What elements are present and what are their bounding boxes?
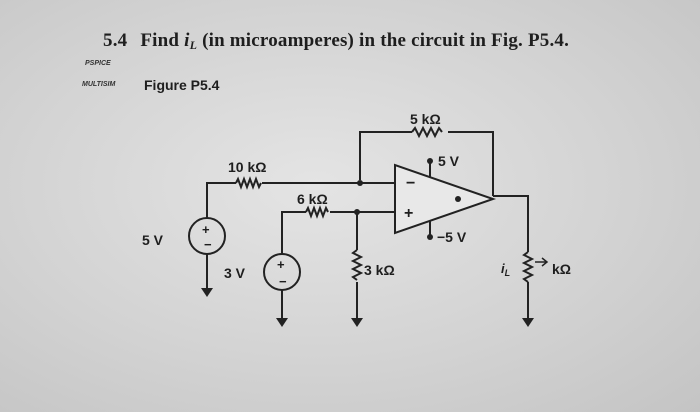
label-5k: 5 kΩ — [410, 111, 441, 127]
feedback-wire — [359, 131, 494, 196]
resistor-6k — [305, 205, 329, 219]
label-10k: 10 kΩ — [228, 159, 266, 175]
opamp-minus-sign: − — [406, 175, 415, 192]
source-3v-plus: + — [277, 257, 285, 272]
resistor-10k — [235, 176, 262, 190]
problem-text-before: Find — [140, 30, 180, 51]
figure-title: Figure P5.4 — [144, 77, 220, 93]
resistor-3k — [350, 249, 364, 281]
label-3v: 3 V — [224, 265, 246, 281]
opamp-triangle — [394, 163, 497, 235]
source-5v-minus: − — [204, 237, 212, 252]
wire-noninverting-input — [281, 211, 395, 250]
multisim-tag: MULTISIM — [82, 81, 116, 88]
node-feedback-junction — [357, 180, 363, 186]
ground-arrow-load — [522, 318, 534, 327]
pspice-tag: PSPICE — [85, 60, 111, 67]
label-3k: 3 kΩ — [364, 262, 395, 278]
label-supply-neg: −5 V — [437, 229, 467, 245]
label-6k: 6 kΩ — [297, 191, 328, 207]
label-5v: 5 V — [142, 232, 164, 248]
label-supply-pos: 5 V — [438, 153, 460, 169]
supply-neg-terminal — [427, 234, 433, 240]
problem-variable-subscript: L — [189, 38, 198, 52]
label-current-iL: iL — [501, 261, 510, 278]
source-3v-minus: − — [279, 274, 287, 289]
problem-statement: 5.4 Find iL (in microamperes) in the cir… — [103, 30, 569, 53]
node-output — [455, 196, 461, 202]
resistor-load — [521, 251, 535, 283]
problem-text-after: (in microamperes) in the circuit in Fig.… — [202, 30, 570, 51]
ground-arrow-5v — [201, 288, 213, 297]
ground-arrow-3k — [351, 318, 363, 327]
problem-number: 5.4 — [103, 30, 128, 51]
wire-inverting-input — [206, 182, 395, 198]
opamp-plus-sign: + — [404, 205, 413, 222]
current-arrow — [535, 257, 549, 267]
problem-variable: i — [184, 30, 190, 51]
supply-pos-terminal — [427, 158, 433, 164]
resistor-5k-feedback — [411, 125, 443, 139]
label-load-k: kΩ — [552, 261, 571, 277]
ground-arrow-3v — [276, 318, 288, 327]
source-5v-plus: + — [202, 222, 210, 237]
wire-output-load — [493, 195, 529, 322]
